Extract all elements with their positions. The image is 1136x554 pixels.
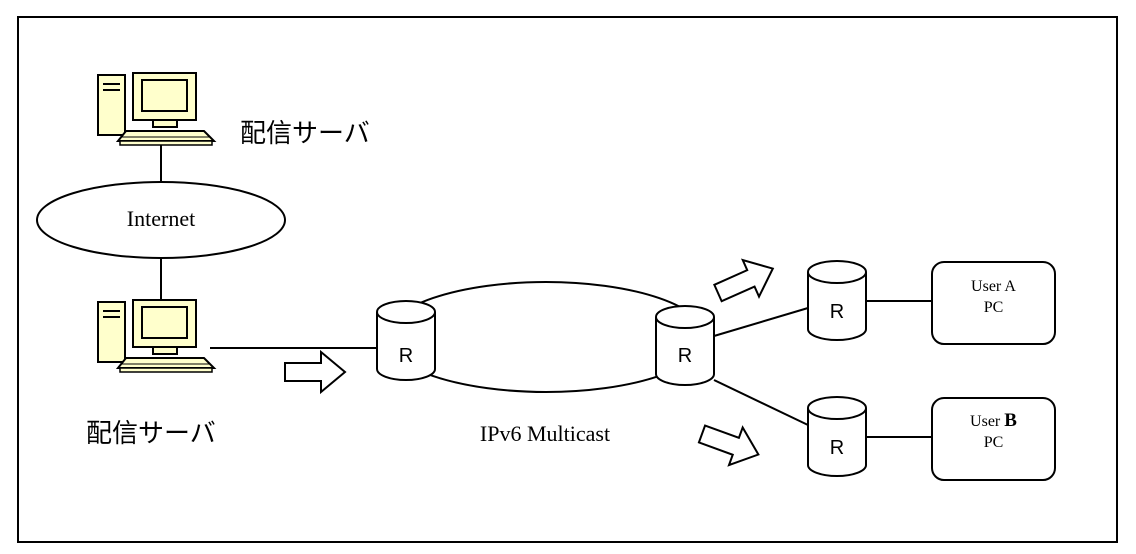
user-b-pc-box — [931, 397, 1056, 481]
internet-label: Internet — [127, 206, 195, 231]
desktop-computer-icon — [97, 299, 215, 373]
link-router2-router3 — [713, 307, 809, 337]
router-label: R — [399, 345, 413, 367]
internet-ellipse — [36, 181, 286, 259]
user-b-prefix: User — [970, 413, 1005, 430]
desktop-computer-icon — [97, 72, 215, 146]
bottom-server-label: 配信サーバ — [86, 419, 216, 449]
router-label: R — [830, 437, 844, 459]
link-router2-router4 — [713, 379, 809, 426]
user-a-device: PC — [983, 299, 1004, 316]
user-b-name: User B — [932, 410, 1055, 432]
user-b-label: User B PC — [932, 410, 1055, 453]
router-label: R — [830, 301, 844, 323]
router-cylinder-icon — [376, 300, 436, 381]
user-a-name: User A — [971, 278, 1016, 295]
top-server-label: 配信サーバ — [240, 119, 370, 149]
user-a-pc-box — [931, 261, 1056, 345]
router-label: R — [678, 345, 692, 367]
user-a-label: User A PC — [932, 276, 1055, 318]
multicast-label: IPv6 Multicast — [480, 421, 610, 446]
user-b-device: PC — [983, 434, 1004, 451]
user-b-letter: B — [1004, 410, 1017, 431]
